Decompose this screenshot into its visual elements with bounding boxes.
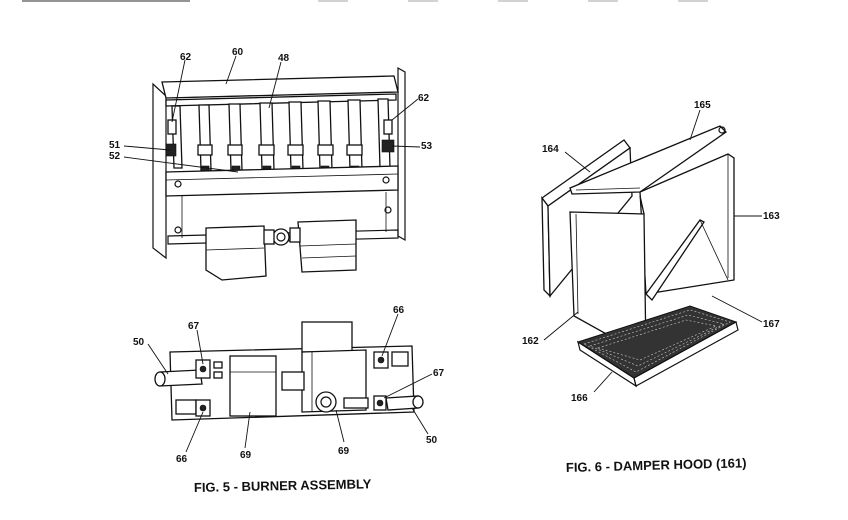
burner-assembly-plan-view xyxy=(154,321,424,421)
callout-164: 164 xyxy=(542,144,559,155)
callout-52: 52 xyxy=(109,151,121,162)
callout-51: 51 xyxy=(109,140,121,151)
callout-50-left: 50 xyxy=(133,337,145,348)
callout-66-top: 66 xyxy=(393,305,405,316)
callout-163: 163 xyxy=(763,211,780,222)
callout-48: 48 xyxy=(278,53,290,64)
callout-66-bottom: 66 xyxy=(176,454,188,465)
fig6-caption: FIG. 6 - DAMPER HOOD (161) xyxy=(566,455,747,475)
callout-62-left: 62 xyxy=(180,52,192,63)
callout-165: 165 xyxy=(694,100,711,111)
callout-60: 60 xyxy=(232,47,244,58)
fig5-top-callouts: 62 60 48 62 51 52 53 xyxy=(109,47,433,173)
burner-tubes xyxy=(171,98,391,173)
callout-53: 53 xyxy=(421,141,433,152)
callout-162: 162 xyxy=(522,336,539,347)
callout-67-right: 67 xyxy=(433,368,445,379)
burner-assembly-top-view xyxy=(152,66,406,281)
fig5-bottom-callouts: 50 67 66 67 66 69 69 50 xyxy=(133,305,445,465)
callout-62-right: 62 xyxy=(418,93,430,104)
fig6-callouts: 165 164 163 162 167 166 xyxy=(522,100,780,404)
callout-50-right: 50 xyxy=(426,435,438,446)
gas-valves-top-view xyxy=(205,219,357,281)
damper-hood-drawing xyxy=(541,125,739,388)
fig5-caption: FIG. 5 - BURNER ASSEMBLY xyxy=(194,476,372,495)
callout-69-left: 69 xyxy=(240,450,252,461)
callout-67-left: 67 xyxy=(188,321,200,332)
callout-167: 167 xyxy=(763,319,780,330)
damper-grille xyxy=(576,305,739,388)
callout-166: 166 xyxy=(571,393,588,404)
callout-69-right: 69 xyxy=(338,446,350,457)
